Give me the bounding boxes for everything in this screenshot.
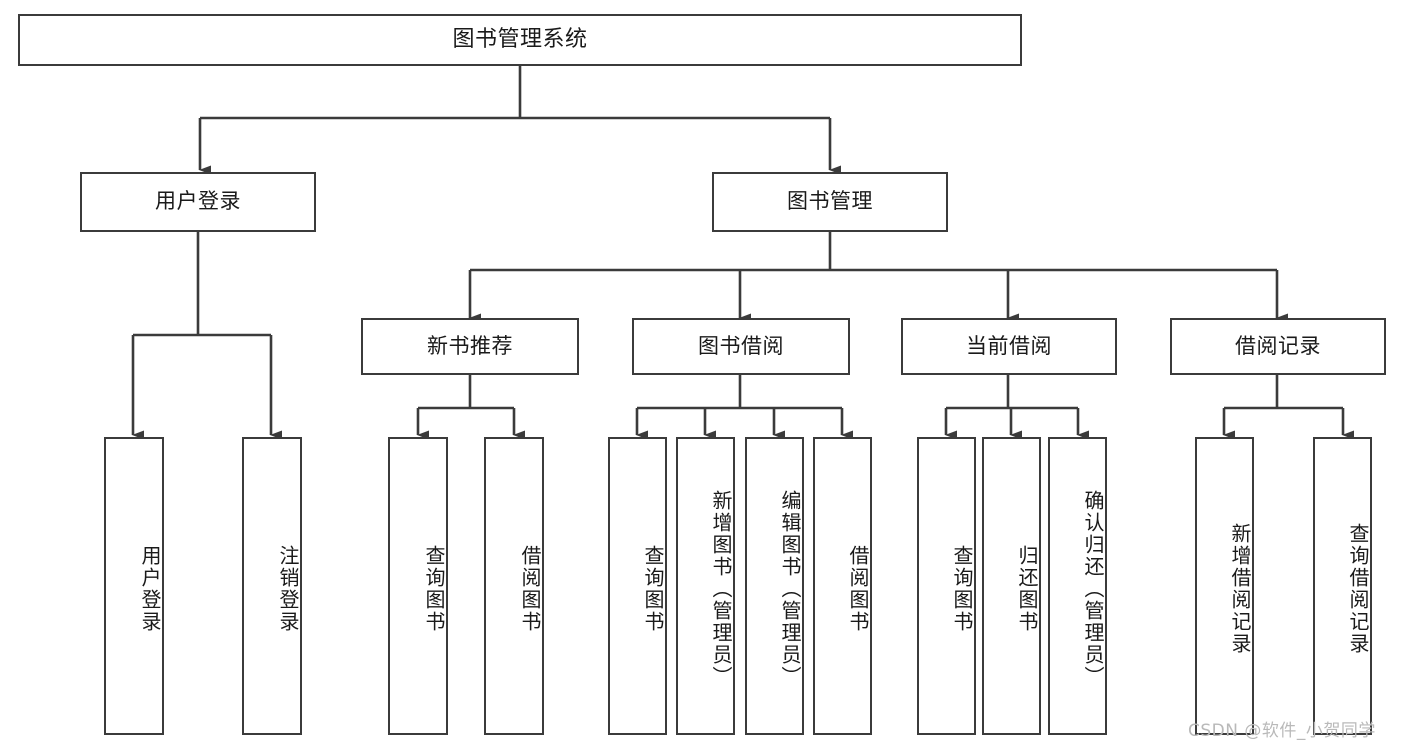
- node-book-borrow[interactable]: 图书借阅: [632, 318, 850, 375]
- leaf-confirm-return-admin[interactable]: 确认归还（管理员）: [1048, 437, 1107, 735]
- leaf-query-book-borrow[interactable]: 查询图书: [608, 437, 667, 735]
- leaf-edit-book-admin[interactable]: 编辑图书（管理员）: [745, 437, 804, 735]
- leaf-borrow-book[interactable]: 借阅图书: [813, 437, 872, 735]
- leaf-query-book-recommend[interactable]: 查询图书: [388, 437, 448, 735]
- leaf-add-book-admin[interactable]: 新增图书（管理员）: [676, 437, 735, 735]
- leaf-user-login[interactable]: 用户登录: [104, 437, 164, 735]
- node-borrow-record[interactable]: 借阅记录: [1170, 318, 1386, 375]
- node-book-management[interactable]: 图书管理: [712, 172, 948, 232]
- node-current-borrow[interactable]: 当前借阅: [901, 318, 1117, 375]
- node-user-login[interactable]: 用户登录: [80, 172, 316, 232]
- leaf-add-borrow-record[interactable]: 新增借阅记录: [1195, 437, 1254, 735]
- csdn-watermark: CSDN @软件_小贺同学: [1188, 721, 1376, 741]
- leaf-return-book[interactable]: 归还图书: [982, 437, 1041, 735]
- leaf-user-logout[interactable]: 注销登录: [242, 437, 302, 735]
- node-root-system[interactable]: 图书管理系统: [18, 14, 1022, 66]
- leaf-borrow-book-recommend[interactable]: 借阅图书: [484, 437, 544, 735]
- leaf-query-borrow-record[interactable]: 查询借阅记录: [1313, 437, 1372, 735]
- node-new-book-recommend[interactable]: 新书推荐: [361, 318, 579, 375]
- leaf-query-book-current[interactable]: 查询图书: [917, 437, 976, 735]
